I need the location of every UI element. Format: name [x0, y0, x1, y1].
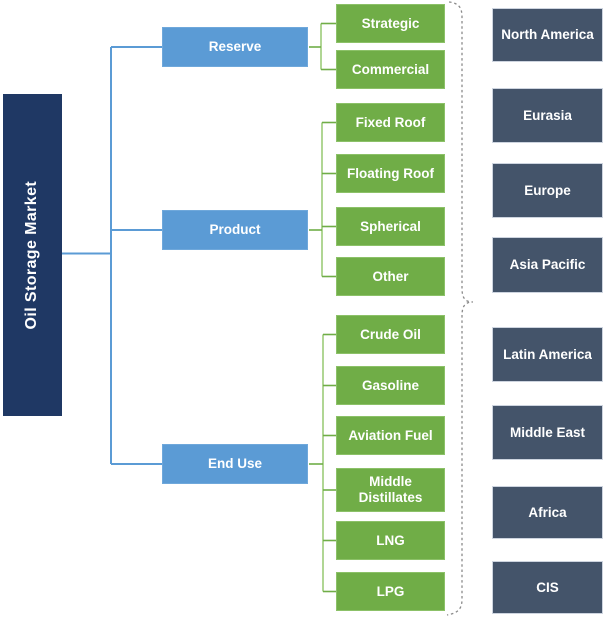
region-node-north-america: North America — [492, 8, 603, 62]
branch-node-reserve: Reserve — [162, 27, 308, 67]
branch-node-product: Product — [162, 210, 308, 250]
segment-label: Other — [372, 268, 409, 284]
region-node-middle-east: Middle East — [492, 405, 603, 460]
segment-label: Gasoline — [361, 377, 420, 393]
segment-node-gasoline: Gasoline — [336, 366, 445, 405]
branch-label: Reserve — [208, 39, 262, 55]
root-node-oil-storage-market: Oil Storage Market — [3, 94, 62, 416]
segment-label: Aviation Fuel — [348, 427, 433, 443]
segment-node-floating-roof: Floating Roof — [336, 154, 445, 193]
region-node-europe: Europe — [492, 163, 603, 218]
segment-node-strategic: Strategic — [336, 4, 445, 43]
segment-node-lng: LNG — [336, 521, 445, 560]
segment-label: Commercial — [351, 61, 430, 77]
blue-connectors — [62, 46, 162, 465]
segment-label: Spherical — [360, 218, 421, 234]
curly-brace-icon — [446, 1, 474, 616]
segment-node-commercial: Commercial — [336, 50, 445, 89]
region-label: Middle East — [509, 424, 585, 440]
green-bracket-verticals — [320, 23, 324, 592]
branch-node-end-use: End Use — [162, 444, 308, 484]
region-node-asia-pacific: Asia Pacific — [492, 237, 603, 293]
region-node-latin-america: Latin America — [492, 327, 603, 382]
region-label: CIS — [536, 579, 559, 595]
segment-label: Strategic — [361, 15, 420, 31]
region-label: North America — [501, 27, 594, 43]
region-node-cis: CIS — [492, 561, 603, 614]
segment-node-other: Other — [336, 257, 445, 296]
region-label: Eurasia — [523, 107, 572, 123]
segment-node-crude-oil: Crude Oil — [336, 315, 445, 354]
segment-label: LNG — [376, 532, 405, 548]
region-label: Europe — [524, 182, 571, 198]
segment-node-spherical: Spherical — [336, 207, 445, 246]
region-node-eurasia: Eurasia — [492, 88, 603, 143]
green-connectors — [309, 22, 336, 593]
segment-node-lpg: LPG — [336, 572, 445, 611]
region-label: Latin America — [503, 346, 592, 362]
branch-label: End Use — [207, 456, 262, 472]
segment-label: LPG — [376, 583, 405, 599]
segment-node-middle-distillates: Middle Distillates — [336, 468, 445, 512]
region-label: Asia Pacific — [509, 257, 586, 273]
segment-label: Crude Oil — [360, 326, 421, 342]
segment-label: Middle Distillates — [358, 474, 423, 505]
segment-node-aviation-fuel: Aviation Fuel — [336, 416, 445, 455]
segment-node-fixed-roof: Fixed Roof — [336, 103, 445, 142]
segment-label: Floating Roof — [347, 165, 434, 181]
branch-label: Product — [209, 222, 261, 238]
region-node-africa: Africa — [492, 486, 603, 539]
root-node-label: Oil Storage Market — [23, 180, 41, 330]
segment-label: Fixed Roof — [355, 114, 426, 130]
region-label: Africa — [528, 504, 567, 520]
